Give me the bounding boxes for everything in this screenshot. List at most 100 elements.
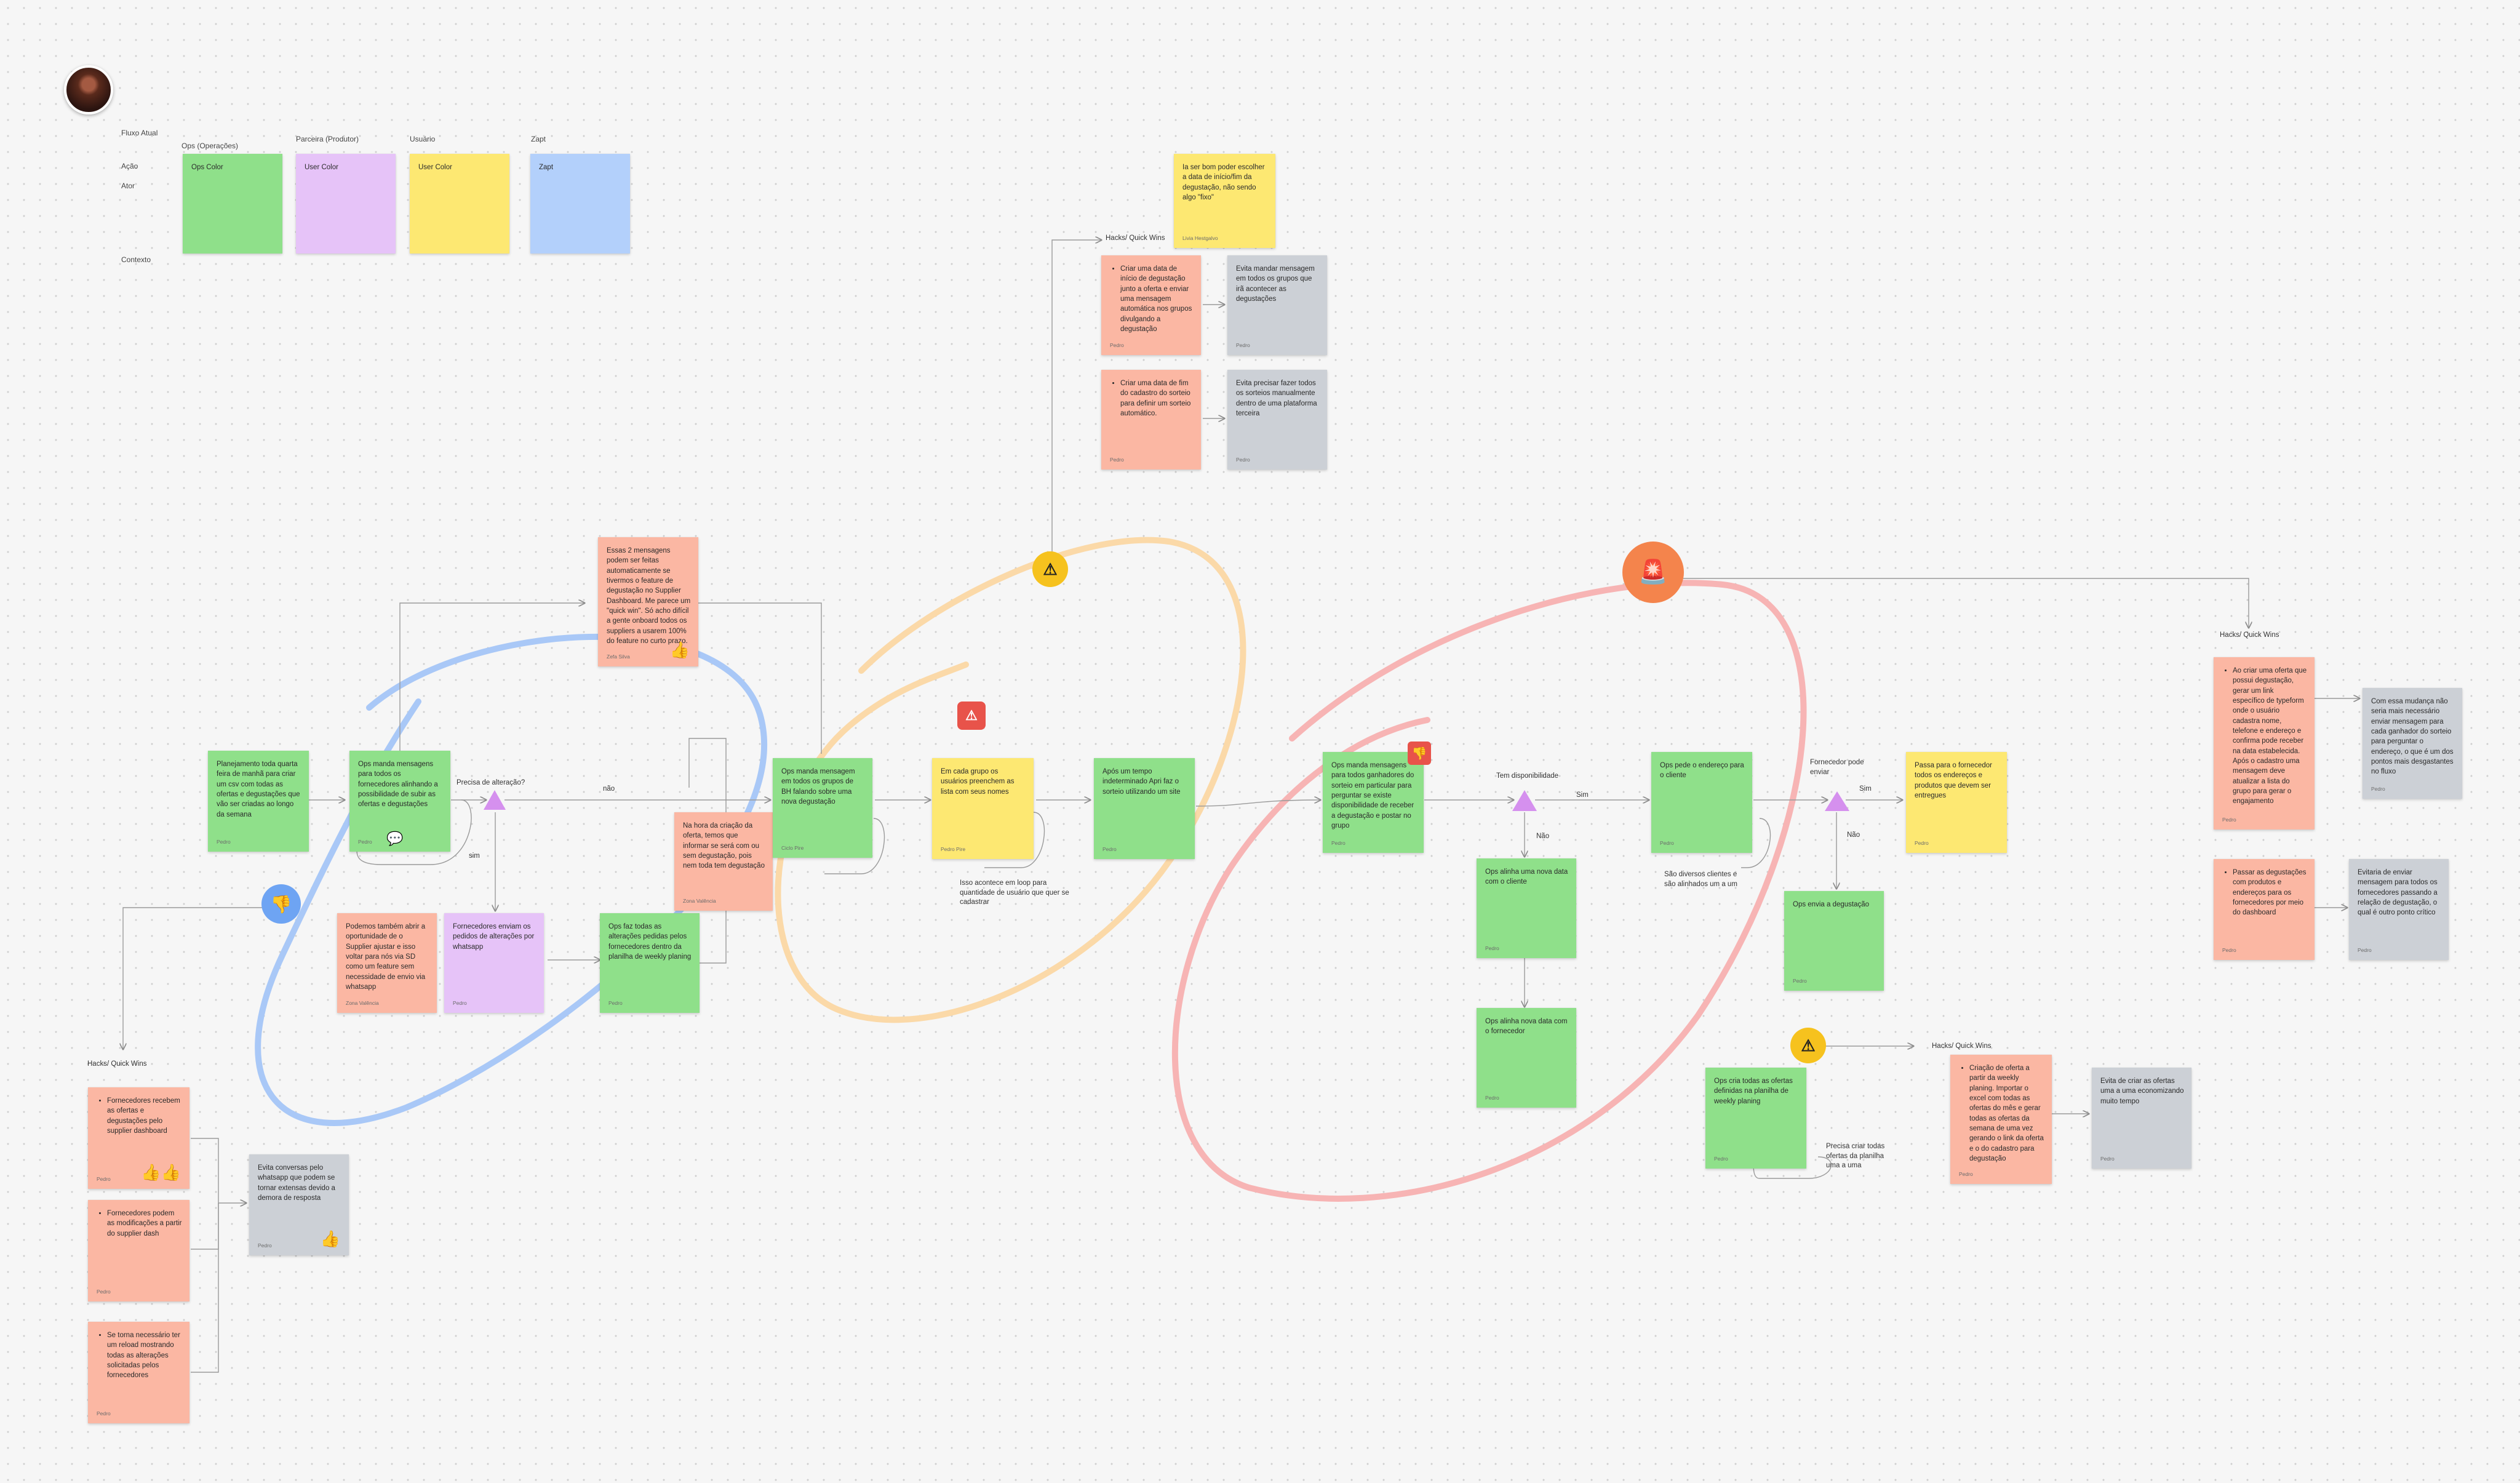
note-author: Pedro [1915, 839, 1929, 846]
legend-acao: Ação [121, 162, 138, 170]
legend-usuario-note[interactable]: User Color [410, 154, 509, 254]
gray-top2-note[interactable]: Evita precisar fazer todos os sorteios m… [1227, 370, 1327, 470]
green-ops-gan-note[interactable]: Ops manda mensagens para todos ganhadore… [1323, 752, 1424, 853]
note-author: Pedro [217, 838, 231, 845]
note-author: Pedro [2371, 785, 2385, 792]
yellow-cada-note[interactable]: Em cada grupo os usuários preenchem as l… [932, 758, 1034, 859]
legend-fluxo: Fluxo Atual [121, 129, 158, 137]
green-ops-faz-note[interactable]: Ops faz todas as alterações pedidas pelo… [600, 913, 700, 1013]
salmon-criacao-note[interactable]: Criação de oferta a partir da weekly pla… [1950, 1055, 2052, 1184]
green-ops-pede-note[interactable]: Ops pede o endereço para o cliente Pedro [1651, 752, 1752, 853]
thumbs-up-icon: 👍 [320, 1229, 340, 1248]
note-author: Pedro [1110, 456, 1124, 463]
yellow-passa-note[interactable]: Passa para o fornecedor todos os endereç… [1906, 752, 2007, 853]
yellow-top-note[interactable]: Ia ser bom poder escolher a data de iníc… [1174, 154, 1275, 248]
sim-label-1: sim [469, 852, 480, 860]
sim-label-2: Sim [1576, 791, 1589, 799]
gray-right2-note[interactable]: Evitaria de enviar mensagem para todos o… [2349, 859, 2449, 960]
salmon-left1-note[interactable]: Fornecedores recebem as ofertas e degust… [88, 1087, 189, 1189]
green-ops-alinha2-note[interactable]: Ops alinha nova data com o fornecedor Pe… [1477, 1008, 1576, 1108]
warning-icon[interactable]: ⚠ [1032, 551, 1068, 587]
salmon-right1-note[interactable]: Ao criar uma oferta que possui degustaçã… [2214, 657, 2315, 829]
salmon-left3-note[interactable]: Se torna necessário ter um reload mostra… [88, 1322, 189, 1423]
note-author: Pedro [1102, 845, 1117, 852]
sim-label-3: Sim [1859, 785, 1872, 793]
chat-bubbles-icon: 💬 [386, 830, 404, 846]
decision-disponibilidade[interactable] [1512, 790, 1537, 811]
hacks-label-bottom-left: Hacks/ Quick Wins [87, 1060, 147, 1068]
note-author: Pedro [258, 1242, 272, 1249]
salmon-left2-note[interactable]: Fornecedores podem as modificações a par… [88, 1200, 189, 1301]
warning-icon-2[interactable]: ⚠ [1790, 1028, 1826, 1063]
avatar[interactable] [64, 65, 113, 114]
legend-col-ops-title: Ops (Operações) [181, 142, 239, 150]
gray-top1-note[interactable]: Evita mandar mensagem em todos os grupos… [1227, 255, 1327, 355]
hacks-label-right: Hacks/ Quick Wins [2220, 631, 2279, 639]
note-author: Pedro [2222, 816, 2236, 823]
salmon-top2-note[interactable]: Criar uma data de fim do cadastro do sor… [1101, 370, 1201, 470]
legend-col-zapt-title: Zapt [531, 135, 546, 143]
note-item: Criar uma data de fim do cadastro do sor… [1120, 378, 1194, 418]
note-list: Criar uma data de início de degustação j… [1110, 264, 1194, 334]
decision-fornecedor[interactable] [1825, 791, 1849, 811]
nao-label-1: não [603, 785, 615, 793]
salmon-hora-note[interactable]: Na hora da criação da oferta, temos que … [674, 812, 773, 911]
note-author: Pedro [2100, 1155, 2115, 1162]
legend-col-parceira-title: Parceira (Produtor) [296, 135, 359, 143]
green-ops-manda-note[interactable]: Ops manda mensagens para todos os fornec… [349, 751, 450, 852]
legend-contexto: Contexto [121, 255, 151, 264]
thumbs-up-icon: 👍 [669, 641, 690, 659]
note-list: Criar uma data de fim do cadastro do sor… [1110, 378, 1194, 418]
gray-left-note[interactable]: Evita conversas pelo whatsapp que podem … [249, 1154, 349, 1255]
sao-diversos-label: São diversos clientes e são alinhados um… [1664, 871, 1737, 888]
note-author: Pedro [1236, 456, 1250, 463]
note-author: Pedro [358, 838, 372, 845]
alarm-siren-icon[interactable]: 🚨 [1622, 542, 1684, 603]
thumbs-down-icon[interactable]: 👎 [261, 884, 301, 924]
gray-right1-note[interactable]: Com essa mudança não seria mais necessár… [2362, 688, 2462, 799]
salmon-top1-note[interactable]: Criar uma data de início de degustação j… [1101, 255, 1201, 355]
note-text: Fornecedores enviam os pedidos de altera… [453, 923, 535, 951]
note-text: User Color [305, 164, 338, 171]
note-text: Ops faz todas as alterações pedidas pelo… [608, 923, 692, 961]
note-list: Fornecedores podem as modificações a par… [97, 1209, 182, 1239]
legend-ops-note[interactable]: Ops Color [183, 154, 282, 254]
note-author: Pedro [1485, 1094, 1499, 1101]
salmon-msgs-note[interactable]: Essas 2 mensagens podem ser feitas autom… [598, 537, 698, 666]
note-text: Zapt [539, 164, 554, 171]
note-text: Evita precisar fazer todos os sorteios m… [1236, 380, 1317, 417]
note-text: Ops manda mensagem em todos os grupos de… [781, 768, 855, 805]
note-item: Criação de oferta a partir da weekly pla… [1969, 1063, 2044, 1164]
legend-parceira-note[interactable]: User Color [296, 154, 396, 254]
note-item: Fornecedores podem as modificações a par… [107, 1209, 182, 1239]
gray-evita-criar-note[interactable]: Evita de criar as ofertas uma a uma econ… [2092, 1068, 2191, 1169]
note-list: Fornecedores recebem as ofertas e degust… [97, 1096, 182, 1136]
note-text: Evita de criar as ofertas uma a uma econ… [2100, 1077, 2184, 1105]
note-author: Pedro [1714, 1155, 1728, 1162]
green-apos-note[interactable]: Após um tempo indeterminado Apri faz o s… [1094, 758, 1195, 859]
note-text: Ia ser bom poder escolher a data de iníc… [1182, 164, 1265, 201]
question-warning-icon[interactable]: ⚠ [957, 702, 986, 730]
salmon-right2-note[interactable]: Passar as degustações com produtos e end… [2214, 859, 2315, 960]
loop-label: Isso acontece em loop para quantidade de… [960, 879, 1069, 906]
note-author: Livia Hestgalvo [1182, 234, 1218, 241]
note-author: Pedro [97, 1410, 111, 1417]
decision-alteracao[interactable] [484, 790, 506, 810]
green-ops-cria-note[interactable]: Ops cria todas as ofertas definidas na p… [1705, 1068, 1806, 1169]
note-text: Ops alinha nova data com o fornecedor [1485, 1018, 1568, 1036]
green-ops-envia-note[interactable]: Ops envia a degustação Pedro [1784, 891, 1884, 991]
note-text: Ops Color [191, 164, 223, 171]
note-author: Pedro [453, 999, 467, 1006]
green-ops-alinha1-note[interactable]: Ops alinha uma nova data com o cliente P… [1477, 858, 1576, 958]
note-text: Em cada grupo os usuários preenchem as l… [941, 768, 1015, 796]
note-text: Ops alinha uma nova data com o cliente [1485, 868, 1568, 886]
dislike-stamp-icon[interactable]: 👎 [1408, 742, 1431, 765]
nao-label-3: Não [1847, 831, 1860, 839]
legend-zapt-note[interactable]: Zapt [530, 154, 630, 254]
salmon-podemos-note[interactable]: Podemos também abrir a oportunidade de o… [337, 913, 437, 1013]
green-plan-note[interactable]: Planejamento toda quarta feira de manhã … [208, 751, 309, 852]
note-text: Podemos também abrir a oportunidade de o… [346, 923, 426, 991]
purple-fornecedores-note[interactable]: Fornecedores enviam os pedidos de altera… [444, 913, 544, 1013]
green-ops-mensagem-note[interactable]: Ops manda mensagem em todos os grupos de… [773, 758, 872, 858]
